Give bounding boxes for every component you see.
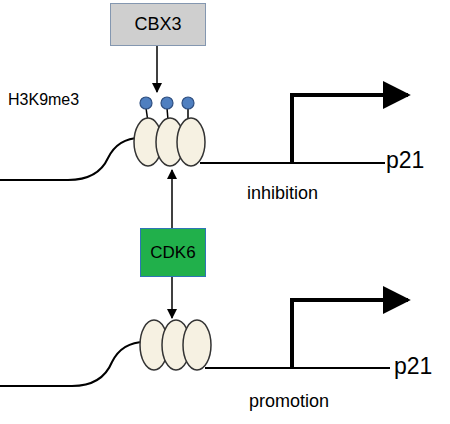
protein-name: CBX3 bbox=[134, 14, 181, 35]
regulation-arrow bbox=[171, 277, 173, 318]
methyl-mark bbox=[182, 97, 194, 109]
regulation-arrow bbox=[171, 170, 173, 228]
annotation-label: inhibition bbox=[247, 184, 318, 204]
dna-strand bbox=[205, 367, 390, 369]
methyl-mark bbox=[161, 97, 173, 109]
protein-box: CDK6 bbox=[140, 228, 206, 277]
protein-box: CBX3 bbox=[110, 3, 206, 46]
methyl-marks bbox=[140, 97, 194, 109]
protein-name: CDK6 bbox=[150, 243, 195, 263]
histone-disc bbox=[177, 118, 205, 166]
tss-arrow bbox=[292, 300, 408, 368]
dna-strand bbox=[0, 138, 140, 180]
annotation-label: promotion bbox=[249, 392, 329, 412]
dna-strand bbox=[0, 342, 145, 386]
annotation-label: p21 bbox=[386, 148, 424, 173]
nucleosome bbox=[134, 118, 205, 166]
annotation-label: p21 bbox=[394, 354, 432, 379]
histone-disc bbox=[183, 320, 211, 370]
nucleosome bbox=[140, 320, 211, 370]
regulation-arrow bbox=[156, 46, 158, 92]
methyl-mark bbox=[140, 97, 152, 109]
annotation-label: H3K9me3 bbox=[8, 91, 79, 109]
